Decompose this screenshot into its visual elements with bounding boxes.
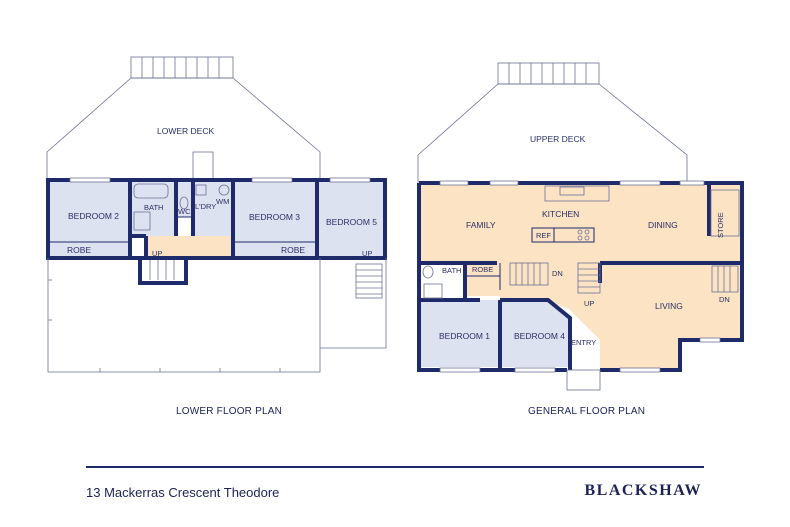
- lower-deck-stairs: [130, 56, 234, 79]
- robe-left-label: ROBE: [67, 245, 91, 255]
- bedroom5-fill: [317, 181, 384, 256]
- lower-hall-fill: [146, 236, 234, 257]
- general-bath-label: BATH: [442, 266, 461, 275]
- kitchen-benches: [531, 185, 610, 243]
- bedroom1-label: BEDROOM 1: [439, 331, 490, 341]
- ref-label: REF: [536, 231, 551, 240]
- lower-walls: [46, 178, 387, 285]
- entry-porch: [566, 369, 601, 391]
- upper-deck-stairs: [497, 62, 600, 85]
- entry-label: ENTRY: [571, 338, 596, 347]
- general-floor-title: GENERAL FLOOR PLAN: [528, 406, 645, 417]
- lower-stair-up-label: UP: [152, 249, 162, 258]
- property-address: 13 Mackerras Crescent Theodore: [86, 485, 280, 500]
- bedroom4-label: BEDROOM 4: [514, 331, 565, 341]
- general-floor-plan: UPPER DECK FAMILY KITCHEN DINING STORE R…: [417, 62, 744, 417]
- lower-right-stairs: [355, 263, 383, 299]
- wc-fill: [176, 181, 193, 217]
- mid-up-label: UP: [584, 299, 594, 308]
- bedroom3-label: BEDROOM 3: [249, 212, 300, 222]
- mid-dn-label: DN: [552, 269, 563, 278]
- bedroom1-fill: [421, 300, 500, 367]
- upper-deck-outline: [417, 83, 688, 183]
- general-robe-label: ROBE: [472, 265, 493, 274]
- bedroom2-fill: [50, 181, 130, 256]
- wm-label: WM: [216, 197, 229, 206]
- store-label: STORE: [716, 212, 725, 238]
- lower-deck-label: LOWER DECK: [157, 126, 214, 136]
- upper-deck-label: UPPER DECK: [530, 134, 586, 144]
- family-label: FAMILY: [466, 220, 496, 230]
- robe-right-label: ROBE: [281, 245, 305, 255]
- bedroom4-fill: [502, 300, 568, 367]
- bedroom3-fill: [233, 181, 317, 256]
- lower-floor-title: LOWER FLOOR PLAN: [176, 406, 282, 417]
- footer-divider: [86, 466, 704, 468]
- lower-chimney: [192, 151, 214, 181]
- lower-bath-label: BATH: [144, 203, 163, 212]
- lower-subfloor-outline: [47, 258, 387, 373]
- dining-label: DINING: [648, 220, 678, 230]
- bedroom5-label: BEDROOM 5: [326, 217, 377, 227]
- right-dn-label: DN: [719, 295, 730, 304]
- wc-label: WC: [178, 207, 191, 216]
- laundry-fill: [193, 181, 233, 236]
- lower-right-up-label: UP: [362, 249, 372, 258]
- general-mid-stairs: [509, 262, 601, 294]
- bedroom2-label: BEDROOM 2: [68, 211, 119, 221]
- general-right-stairs: [711, 265, 739, 293]
- living-label: LIVING: [655, 301, 683, 311]
- kitchen-label: KITCHEN: [542, 209, 579, 219]
- living-zone-fill: [421, 185, 740, 368]
- lower-floor-plan: LOWER DECK BEDROOM 2 BATH WC L'DRY WM BE…: [46, 56, 387, 417]
- brand-logo: BLACKSHAW: [584, 482, 702, 499]
- laundry-label: L'DRY: [195, 202, 216, 211]
- store-cupboard: [710, 189, 740, 237]
- general-bath-fill: [421, 263, 465, 300]
